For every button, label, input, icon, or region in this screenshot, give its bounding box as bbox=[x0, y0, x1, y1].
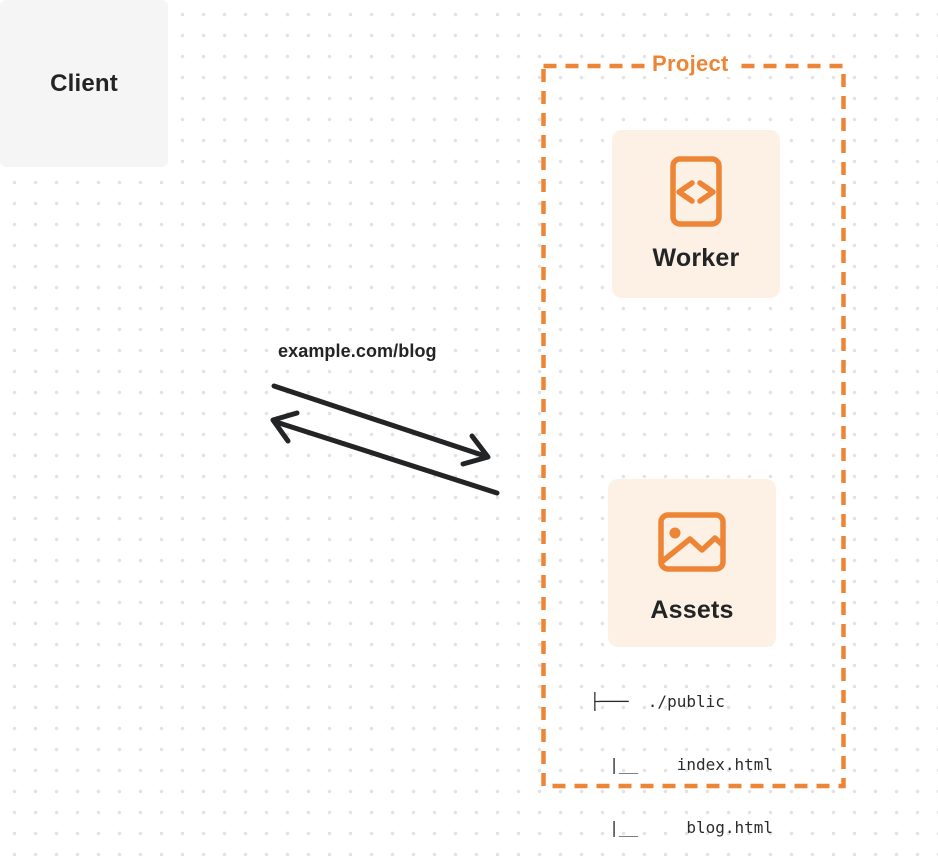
file-tree-root: ├─── ./public bbox=[590, 692, 725, 711]
project-label: Project bbox=[646, 51, 735, 77]
assets-node: Assets bbox=[608, 479, 776, 647]
worker-label: Worker bbox=[652, 244, 740, 272]
assets-label: Assets bbox=[650, 596, 734, 624]
project-dashed-border bbox=[541, 63, 846, 789]
request-arrow bbox=[271, 383, 491, 467]
client-label: Client bbox=[50, 69, 118, 97]
file-tree-item-index: |__ index.html bbox=[590, 755, 774, 774]
request-arrowhead bbox=[460, 433, 491, 467]
worker-node: Worker bbox=[612, 130, 780, 298]
image-icon bbox=[658, 512, 726, 572]
response-arrowhead bbox=[270, 410, 300, 444]
file-tree-item-blog: |__ blog.html bbox=[590, 818, 774, 837]
response-arrow bbox=[270, 410, 500, 496]
request-url-label: example.com/blog bbox=[278, 341, 437, 361]
code-file-icon bbox=[670, 155, 722, 227]
assets-file-tree: ├─── ./public |__ index.html |__ blog.ht… bbox=[590, 649, 773, 860]
client-node: Client bbox=[0, 0, 168, 167]
